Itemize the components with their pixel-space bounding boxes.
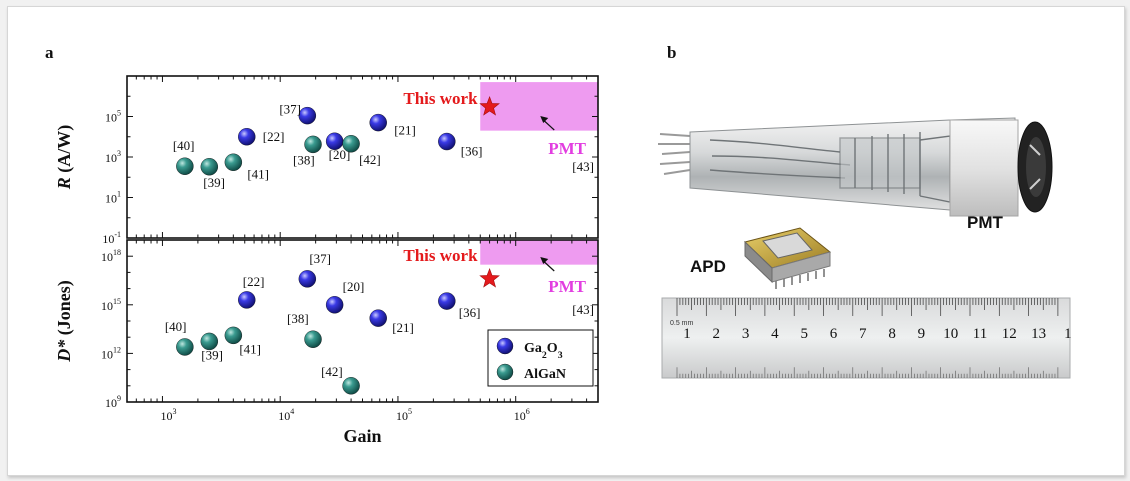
this-work-label: This work bbox=[403, 89, 478, 108]
pmt-label: PMT bbox=[967, 213, 1003, 232]
x-tick-label: 106 bbox=[514, 407, 530, 423]
panel-a-label: a bbox=[45, 43, 54, 62]
data-point-ga2o3 bbox=[325, 296, 344, 314]
y-axis-label: D* (Jones) bbox=[54, 280, 75, 363]
data-point-ga2o3 bbox=[298, 270, 317, 288]
point-label: [20] bbox=[329, 147, 351, 162]
data-point-ga2o3 bbox=[298, 106, 317, 125]
point-label: [41] bbox=[239, 341, 261, 356]
point-label: [21] bbox=[394, 123, 416, 138]
point-label: [40] bbox=[173, 138, 195, 153]
point-label: [39] bbox=[203, 175, 225, 190]
ruler-number: 2 bbox=[713, 326, 721, 342]
ruler-number: 6 bbox=[830, 326, 838, 342]
point-label: [37] bbox=[279, 102, 301, 117]
ruler-number: 9 bbox=[918, 326, 926, 342]
reference-label: [43] bbox=[572, 302, 594, 317]
x-axis-label: Gain bbox=[343, 426, 381, 446]
pmt-region bbox=[480, 240, 598, 265]
y-tick-label: 109 bbox=[105, 394, 121, 410]
point-label: [37] bbox=[309, 251, 331, 266]
data-point-ga2o3 bbox=[438, 292, 456, 310]
point-label: [36] bbox=[461, 144, 483, 159]
ruler-number: 1 bbox=[1064, 326, 1072, 342]
point-label: [41] bbox=[247, 166, 269, 181]
ruler-number: 13 bbox=[1031, 326, 1046, 342]
legend-label: Ga2O3 bbox=[524, 341, 563, 361]
point-label: [40] bbox=[165, 319, 187, 334]
panel-b-label: b bbox=[667, 43, 677, 62]
y-tick-label: 105 bbox=[105, 109, 121, 125]
data-point-algan bbox=[224, 326, 243, 345]
data-point-algan bbox=[342, 377, 360, 395]
pmt-label: PMT bbox=[548, 277, 586, 296]
reference-label: [43] bbox=[572, 159, 594, 174]
y-axis-label: R (A/W) bbox=[54, 125, 75, 191]
data-point-algan bbox=[304, 330, 322, 348]
data-point-algan bbox=[176, 157, 194, 175]
data-point-algan bbox=[224, 153, 243, 171]
ruler-number: 11 bbox=[973, 326, 987, 342]
ruler-number: 8 bbox=[888, 326, 896, 342]
y-tick-label: 10-1 bbox=[102, 230, 121, 246]
ruler-number: 3 bbox=[742, 326, 750, 342]
legend-label: AlGaN bbox=[524, 367, 566, 382]
apd-label: APD bbox=[690, 257, 726, 276]
y-tick-label: 1015 bbox=[101, 297, 121, 313]
pmt-region bbox=[480, 82, 598, 131]
point-label: [22] bbox=[243, 274, 265, 289]
y-tick-label: 103 bbox=[105, 149, 121, 165]
y-tick-label: 1012 bbox=[101, 345, 121, 361]
ruler-number: 5 bbox=[800, 326, 808, 342]
ruler-number: 1 bbox=[683, 326, 691, 342]
ruler-number: 12 bbox=[1002, 326, 1017, 342]
data-point-algan bbox=[200, 332, 219, 351]
data-point-ga2o3 bbox=[238, 128, 256, 146]
legend-marker-ga2o3 bbox=[496, 337, 514, 355]
ruler-number: 10 bbox=[943, 326, 958, 342]
data-point-ga2o3 bbox=[438, 132, 456, 151]
data-point-algan bbox=[200, 158, 219, 176]
this-work-label: This work bbox=[403, 246, 478, 265]
data-point-ga2o3 bbox=[369, 113, 387, 132]
point-label: [38] bbox=[287, 311, 309, 326]
data-point-algan bbox=[342, 135, 360, 153]
x-tick-label: 105 bbox=[396, 407, 412, 423]
point-label: [39] bbox=[201, 347, 223, 362]
y-tick-label: 1018 bbox=[101, 248, 121, 264]
data-point-ga2o3 bbox=[238, 291, 256, 309]
point-label: [22] bbox=[263, 129, 285, 144]
ruler-unit-label: 0.5 mm bbox=[670, 320, 694, 327]
x-tick-label: 104 bbox=[278, 407, 294, 423]
data-point-ga2o3 bbox=[369, 309, 387, 327]
point-label: [38] bbox=[293, 152, 315, 167]
point-label: [20] bbox=[343, 279, 365, 294]
apd-chip-image bbox=[744, 227, 832, 289]
pmt-label: PMT bbox=[548, 139, 586, 158]
point-label: [36] bbox=[459, 305, 481, 320]
this-work-star bbox=[479, 95, 500, 116]
y-tick-label: 101 bbox=[105, 190, 121, 206]
ruler-number: 7 bbox=[859, 326, 867, 342]
pmt-tube-image bbox=[658, 117, 1053, 217]
point-label: [42] bbox=[359, 152, 381, 167]
x-tick-label: 103 bbox=[160, 407, 176, 423]
point-label: [42] bbox=[321, 364, 343, 379]
pmt-arrow-head bbox=[540, 116, 549, 123]
ruler-number: 4 bbox=[771, 326, 779, 342]
point-label: [21] bbox=[392, 320, 414, 335]
data-point-algan bbox=[304, 135, 322, 154]
data-point-algan bbox=[176, 338, 194, 356]
legend-marker-algan bbox=[496, 363, 514, 381]
pmt-arrow-head bbox=[540, 257, 549, 264]
this-work-star bbox=[479, 267, 500, 288]
